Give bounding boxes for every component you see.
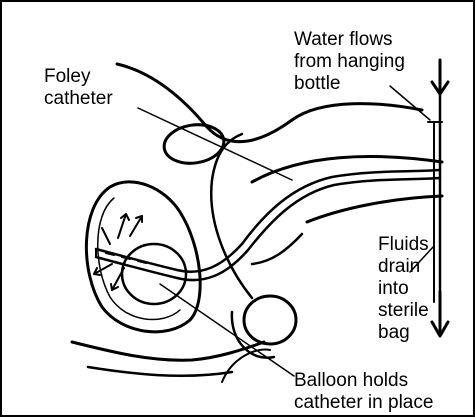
penis-lower bbox=[307, 196, 442, 222]
water-flows-label: Water flows from hanging bottle bbox=[294, 29, 454, 95]
balloon-line-2: catheter in place bbox=[294, 392, 474, 414]
fluids-line-3: into bbox=[378, 278, 468, 300]
water-flows-line-3: bottle bbox=[294, 73, 454, 95]
foley-line-1: Foley bbox=[44, 66, 164, 88]
water-flows-line-1: Water flows bbox=[294, 29, 454, 51]
fluids-line-2: drain bbox=[378, 256, 468, 278]
fluids-drain-label: Fluids drain into sterile bag bbox=[378, 234, 468, 344]
foley-line-2: catheter bbox=[44, 88, 164, 110]
bladder-outline bbox=[86, 182, 200, 332]
water-flows-line-2: from hanging bbox=[294, 51, 454, 73]
urethra-bulb bbox=[252, 234, 302, 264]
balloon-label: Balloon holds catheter in place bbox=[294, 370, 474, 414]
leader-balloon bbox=[160, 284, 294, 376]
fluids-line-4: sterile bbox=[378, 300, 468, 322]
balloon-line-1: Balloon holds bbox=[294, 370, 474, 392]
fluids-line-5: bag bbox=[378, 322, 468, 344]
perineum-line bbox=[88, 367, 232, 376]
testis bbox=[244, 296, 296, 344]
foley-catheter-label: Foley catheter bbox=[44, 66, 164, 110]
flow-arrow-up-3 bbox=[102, 228, 110, 244]
rectum-outline bbox=[72, 342, 264, 360]
fluids-line-1: Fluids bbox=[378, 234, 468, 256]
